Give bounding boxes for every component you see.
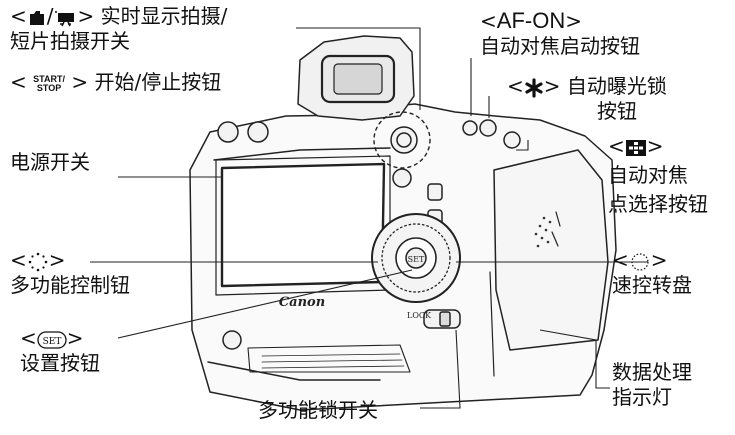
label-set-button: < SET > 设置按钮: [20, 326, 100, 376]
multicontroller-suffix: >: [48, 248, 66, 272]
liveview-label-line2: 短片拍摄开关: [10, 29, 130, 53]
quickdial-label-line2: 速控转盘: [612, 273, 692, 297]
label-af-point-select: < > 自动对焦 点选择按钮: [608, 134, 708, 217]
liveview-label-text: 实时显示拍摄/: [94, 4, 228, 28]
aelock-suffix: >: [543, 74, 561, 98]
lock-marking: LOCK: [407, 311, 432, 320]
startstop-suffix: >: [71, 70, 89, 94]
multicontroller-prefix: <: [10, 248, 27, 272]
quickdial-prefix: <: [612, 248, 629, 272]
aelock-label-line2: 按钮: [597, 99, 637, 123]
quickdial-suffix: >: [650, 248, 668, 272]
label-multi-function-lock: 多功能锁开关: [258, 398, 378, 423]
brand-logo: Canon: [279, 295, 325, 310]
label-power-switch: 电源开关: [10, 150, 90, 175]
start-stop-switch-ring: [373, 111, 431, 169]
lcd-screen: [220, 162, 386, 288]
label-start-stop-button: < START/STOP > 开始/停止按钮: [10, 70, 221, 95]
quick-control-dial-graphic: [371, 213, 461, 303]
afon-suffix: >: [565, 9, 582, 33]
label-multi-controller: < > 多功能控制钮: [10, 248, 130, 298]
afpoint-label-line3: 点选择按钮: [608, 192, 708, 216]
grip-and-card-door: [493, 149, 609, 351]
afpoint-prefix: <: [608, 134, 625, 158]
afon-code: AF-ON: [496, 8, 566, 33]
asterisk-icon: [525, 77, 543, 98]
quick-control-dial-icon: [631, 252, 649, 271]
power-label-text: 电源开关: [10, 150, 90, 174]
set-suffix: >: [66, 326, 84, 350]
start-stop-icon: START/STOP: [33, 73, 65, 93]
start-stop-bottom: STOP: [36, 82, 62, 93]
afon-label-line2: 自动对焦启动按钮: [480, 34, 640, 58]
leader-lines: [90, 27, 648, 409]
set-button-icon: SET: [37, 330, 67, 349]
liveview-prefix: <: [10, 4, 27, 28]
aelock-label-text: 自动曝光锁: [560, 74, 667, 98]
accesslamp-label-line1: 数据处理: [612, 360, 692, 384]
startstop-label-text: 开始/停止按钮: [88, 70, 222, 94]
multi-controller-icon: [28, 252, 48, 271]
af-point-select-icon: [625, 139, 646, 156]
set-label-line2: 设置按钮: [20, 351, 100, 375]
accesslamp-label-line2: 指示灯: [612, 385, 672, 409]
label-ae-lock-button: < > 自动曝光锁 按钮: [507, 74, 667, 124]
multi-function-lock-graphic: [423, 309, 461, 329]
label-quick-control-dial: < > 速控转盘: [612, 248, 692, 298]
multicontroller-label-line2: 多功能控制钮: [10, 273, 130, 297]
liveview-suffix: >: [77, 4, 95, 28]
startstop-prefix: <: [10, 70, 27, 94]
label-access-lamp: 数据处理 指示灯: [612, 360, 692, 410]
aelock-prefix: <: [507, 74, 524, 98]
set-marking: SET: [408, 255, 425, 264]
label-liveview-movie-switch: < / > 实时显示拍摄/ 短片拍摄开关: [10, 4, 227, 54]
afpoint-suffix: >: [646, 134, 664, 158]
start-stop-top: START/: [33, 73, 65, 84]
afpoint-label-line2: 自动对焦: [608, 163, 688, 187]
camera-icon: [29, 10, 44, 25]
liveview-separator: /: [46, 4, 54, 28]
label-af-on-button: <AF-ON> 自动对焦启动按钮: [480, 8, 640, 59]
set-prefix: <: [20, 326, 37, 350]
set-icon-text: SET: [42, 337, 61, 347]
movie-icon: [54, 10, 74, 26]
left-buttons: [217, 121, 269, 350]
multilock-label-text: 多功能锁开关: [258, 398, 378, 422]
afon-prefix: <: [480, 9, 497, 33]
